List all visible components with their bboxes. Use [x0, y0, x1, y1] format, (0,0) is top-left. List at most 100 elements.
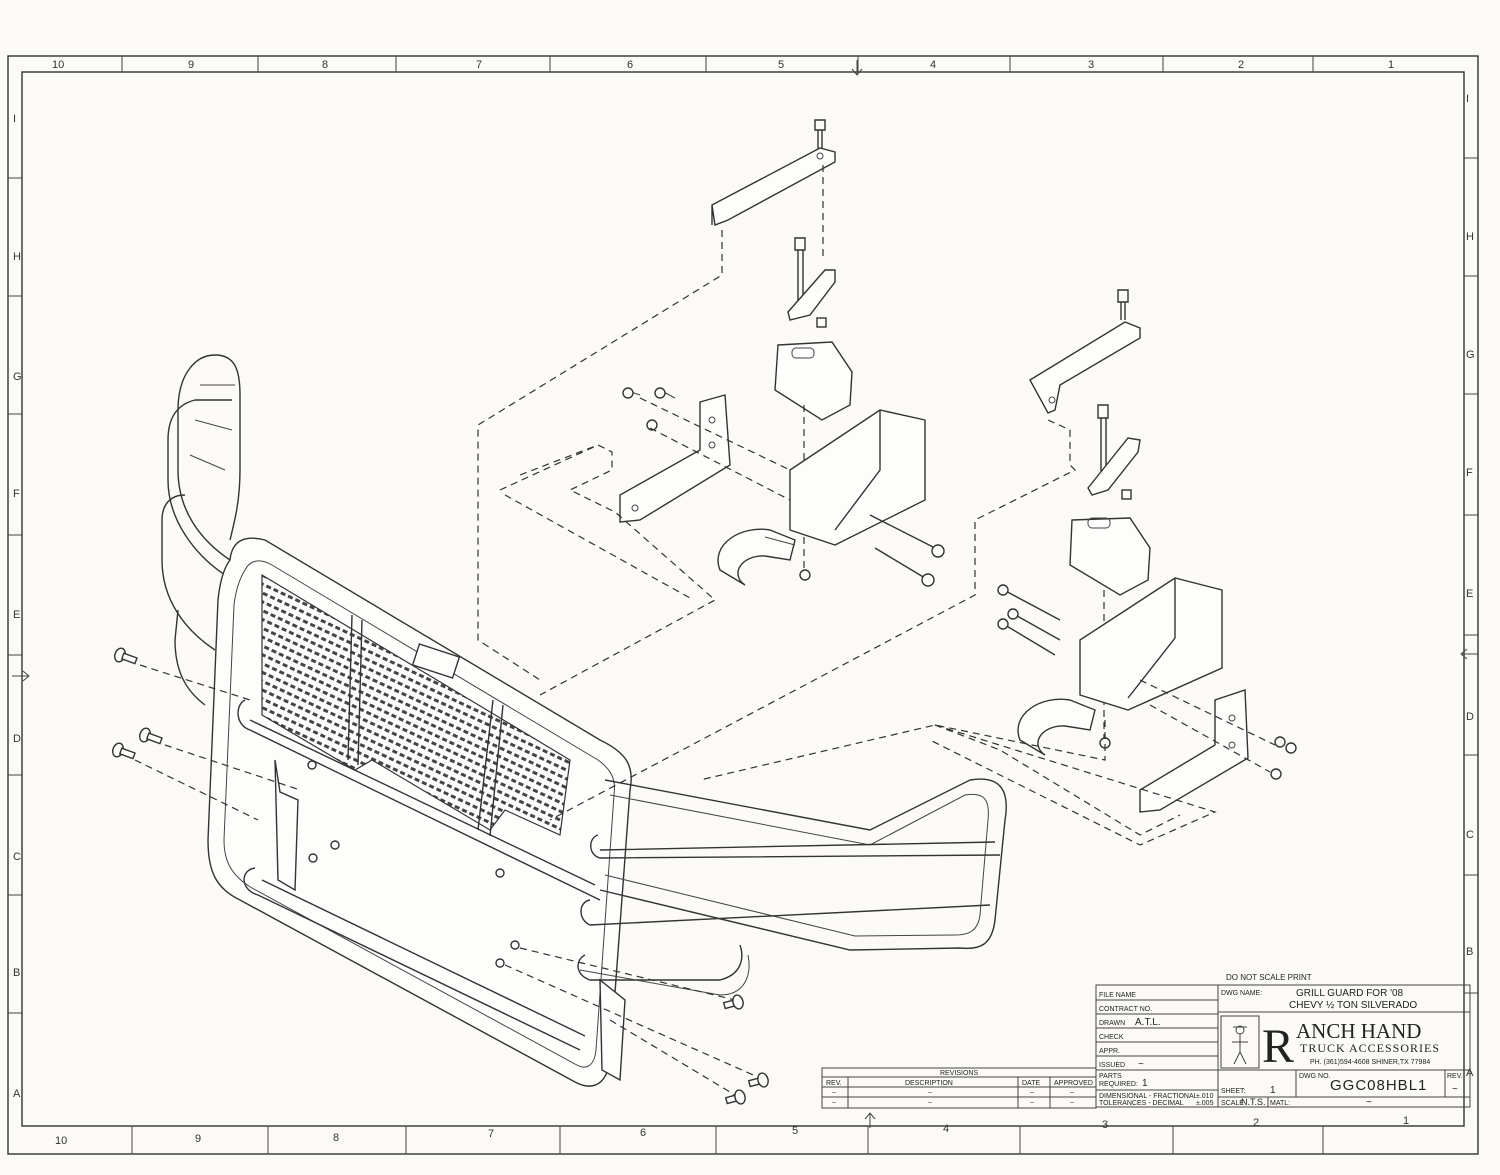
grill-bolts-right: [504, 947, 769, 1105]
middle-tube: [237, 699, 601, 901]
hole-icon: [708, 441, 716, 449]
top-strap-left: [711, 147, 836, 226]
zone-label-top: 1: [1388, 59, 1394, 71]
contract-label: CONTRACT NO.: [1099, 1006, 1152, 1013]
zone-label-top: 2: [1238, 59, 1244, 71]
zone-label-top: 5: [778, 59, 784, 71]
zone-labels-top: 10 9 8 7 6 5 4 3 2 1: [52, 59, 1394, 71]
right-wing-hoop-top-inner: [604, 793, 989, 937]
zone-label-bottom: 4: [943, 1123, 949, 1135]
matl-label: MATL:: [1270, 1100, 1290, 1107]
receiver-bolts-right: [999, 587, 1061, 656]
nut-icon: [1007, 608, 1019, 620]
revisions-header: APPROVED: [1054, 1080, 1093, 1087]
bolt-head-icon: [112, 742, 136, 760]
tol-dec-label: TOLERANCES - DECIMAL: [1099, 1100, 1184, 1107]
mount-tab-left: [274, 759, 299, 892]
zone-label-right: G: [1466, 349, 1475, 361]
left-wing-hoop-mid: [167, 399, 232, 576]
logo-plate: [411, 643, 461, 679]
zone-label-left: E: [13, 609, 20, 621]
tol-frac-label: DIMENSIONAL - FRACTIONAL: [1099, 1093, 1198, 1100]
company-contact: PH. (361)594-4608 SHINER,TX 77984: [1310, 1059, 1430, 1066]
zone-label-bottom: 10: [55, 1135, 67, 1147]
hole-icon: [816, 152, 824, 160]
nut-icon: [495, 868, 505, 878]
assembly-path-5: [699, 720, 1217, 846]
side-plate-left: [619, 394, 731, 523]
rev-label: REV.: [1447, 1073, 1463, 1080]
nut-icon: [799, 569, 811, 581]
zone-label-left: I: [13, 113, 16, 125]
hole-icon: [1048, 396, 1056, 404]
title-block: DO NOT SCALE PRINT FILE NAME CONTRACT NO…: [821, 973, 1471, 1109]
dwg-name-label: DWG NAME:: [1221, 990, 1262, 997]
dwg-name-line2: CHEVY ½ TON SILVERADO: [1289, 1000, 1417, 1011]
slot-icon: [1087, 517, 1111, 529]
zone-label-top: 3: [1088, 59, 1094, 71]
nut-icon: [307, 760, 317, 770]
nut-icon: [330, 840, 340, 850]
zone-label-bottom: 5: [792, 1125, 798, 1137]
nut-icon: [1285, 742, 1297, 754]
file-name-label: FILE NAME: [1099, 992, 1136, 999]
appr-label: APPR.: [1099, 1048, 1120, 1055]
left-mount-assembly: [619, 119, 945, 587]
cowboy-logo-icon: [1232, 1025, 1248, 1065]
right-wing-hoop-top: [599, 778, 1007, 951]
company-initial: R: [1262, 1020, 1294, 1073]
assembly-path-4: [549, 419, 1077, 821]
zone-label-right: F: [1466, 467, 1473, 479]
parts-label: PARTS: [1099, 1073, 1122, 1080]
zone-label-left: D: [13, 733, 21, 745]
zone-ticks: [8, 56, 1478, 1154]
nut-icon: [495, 958, 505, 968]
center-mark-bottom-icon: [864, 1112, 876, 1128]
bolt-path-right: [504, 947, 761, 1096]
center-mark-right-icon: [1460, 648, 1478, 660]
revisions-header: DATE: [1022, 1080, 1040, 1087]
tb-label-column: [1095, 984, 1219, 1108]
revisions-title: REVISIONS: [940, 1070, 978, 1077]
tb-main-area: [1217, 984, 1471, 1108]
nut-icon: [308, 853, 318, 863]
main-frame-inner-hoop: [223, 560, 615, 1068]
zone-label-top: 8: [322, 59, 328, 71]
zone-label-top: 7: [476, 59, 482, 71]
company-name: ANCH HAND: [1296, 1019, 1421, 1043]
zone-label-left: H: [13, 251, 21, 263]
scale-value: N.T.S.: [1241, 1097, 1266, 1107]
company-logo-frame: [1220, 1015, 1260, 1069]
company-subtitle: TRUCK ACCESSORIES: [1300, 1041, 1440, 1055]
revisions-cell: ~: [832, 1100, 836, 1107]
right-mount-assembly: [997, 289, 1297, 813]
zone-label-right: I: [1466, 93, 1469, 105]
top-bolt-right: [1117, 289, 1129, 320]
zone-label-top: 10: [52, 59, 64, 71]
right-wing-tube-3-inner: [579, 954, 750, 996]
nut-icon: [654, 387, 666, 399]
revisions-cell: ~: [832, 1090, 836, 1097]
revisions-cell: ~: [1030, 1100, 1034, 1107]
zone-label-bottom: 8: [333, 1132, 339, 1144]
zone-label-bottom: 6: [640, 1127, 646, 1139]
zone-label-bottom: 1: [1403, 1115, 1409, 1127]
revisions-cell: ~: [1070, 1090, 1074, 1097]
do-not-scale-notice: DO NOT SCALE PRINT: [1226, 973, 1312, 982]
tb-main-rows: [1218, 1011, 1470, 1107]
center-mark-top-icon: [851, 60, 863, 76]
nut-icon: [1270, 768, 1282, 780]
zone-label-bottom: 3: [1102, 1119, 1108, 1131]
tb-label-rows: [1096, 999, 1218, 1091]
dwg-no-value: GGC08HBL1: [1330, 1077, 1427, 1094]
parts-label-2: REQUIRED:: [1099, 1081, 1138, 1088]
parts-value: 1: [1142, 1078, 1148, 1089]
tol-dec-value: ±.005: [1196, 1100, 1214, 1107]
left-wing-hoop-bottom: [174, 609, 206, 706]
receiver-box-right: [1079, 577, 1223, 711]
issued-label: ISSUED: [1099, 1062, 1125, 1069]
bolt-head-icon: [747, 1072, 769, 1088]
revisions-cell: ~: [1030, 1090, 1034, 1097]
nut-icon: [931, 544, 945, 558]
bolt-path-left: [134, 664, 301, 821]
